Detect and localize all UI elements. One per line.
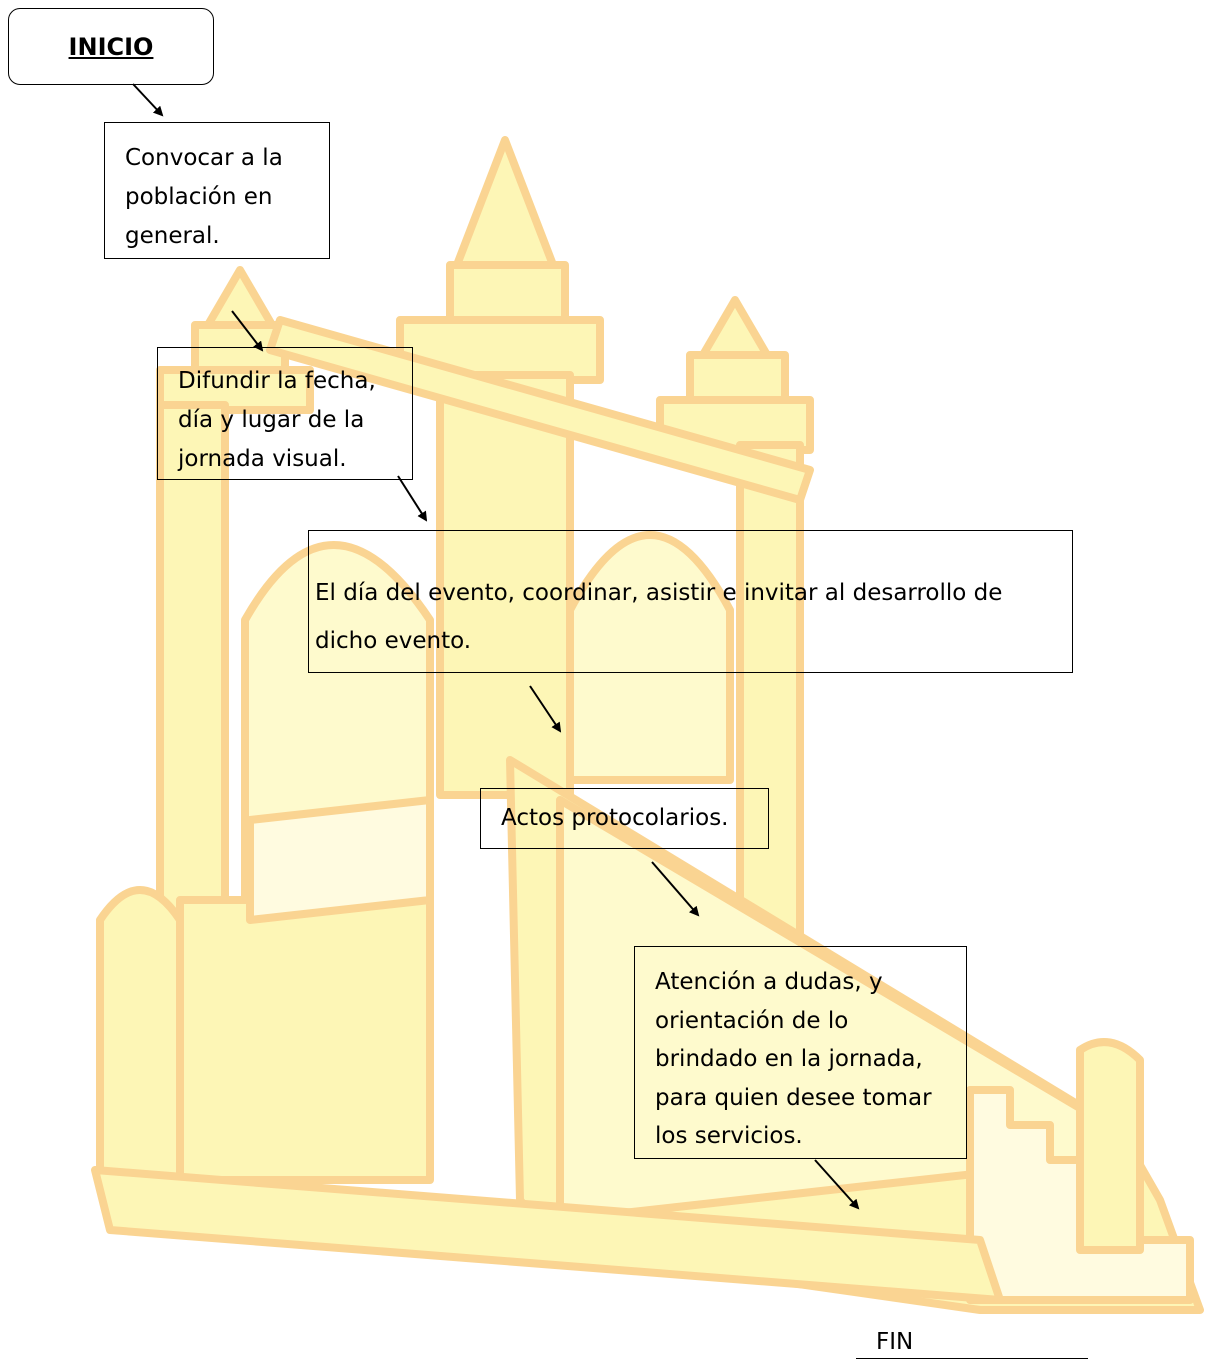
step-actos-protocolarios: Actos protocolarios.: [480, 788, 769, 849]
start-terminal: INICIO: [8, 8, 214, 85]
start-label: INICIO: [68, 32, 154, 61]
end-underline: [856, 1358, 1088, 1359]
end-label: FIN: [876, 1329, 914, 1355]
step-difundir: Difundir la fecha, día y lugar de la jor…: [157, 347, 413, 480]
step-dia-evento: El día del evento, coordinar, asistir e …: [308, 530, 1073, 673]
step-atencion-dudas: Atención a dudas, y orientación de lo br…: [634, 946, 967, 1159]
step-convocar: Convocar a la población en general.: [104, 122, 330, 259]
